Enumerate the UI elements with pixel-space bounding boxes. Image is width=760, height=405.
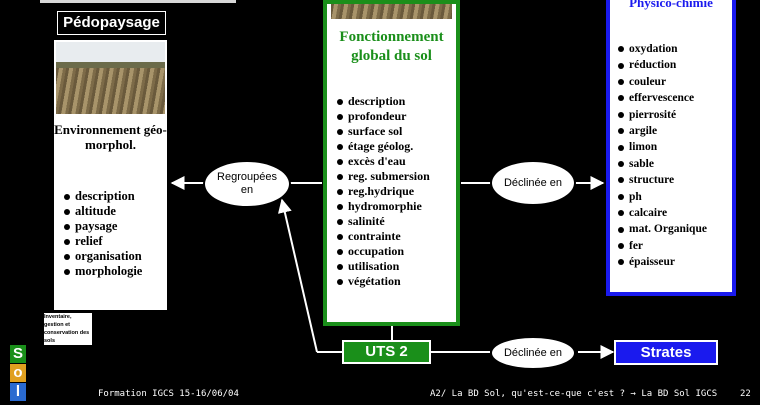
declinee-oval-top: Déclinée en (490, 160, 576, 206)
list-item: occupation (337, 244, 430, 259)
list-item: ph (618, 189, 707, 205)
list-item: mat. Organique (618, 221, 707, 237)
list-item: argile (618, 123, 707, 139)
list-item: couleur (618, 74, 707, 90)
center-heading: Fonctionnement global du sol (339, 29, 444, 64)
title-strip (40, 0, 236, 3)
list-item: reg.hydrique (337, 184, 430, 199)
regroupees-oval: Regroupées en (203, 160, 291, 208)
list-item: reg. submersion (337, 169, 430, 184)
arrow-up-regroupees (278, 198, 318, 353)
declinee-oval-bottom: Déclinée en (490, 336, 576, 370)
list-item: calcaire (618, 205, 707, 221)
env-list: description altitude paysage relief orga… (64, 189, 142, 279)
strates-box: Strates (614, 340, 718, 365)
list-item: fer (618, 238, 707, 254)
list-item: réduction (618, 57, 707, 73)
list-item: pierrosité (618, 107, 707, 123)
soil-photo (331, 4, 452, 19)
list-item: utilisation (337, 259, 430, 274)
center-list: description profondeur surface sol étage… (337, 94, 430, 289)
list-item: profondeur (337, 109, 430, 124)
uts-box: UTS 2 (342, 340, 431, 364)
small-note: Inventaire, gestion et conservation des … (44, 313, 92, 345)
footer-right: A2/ La BD Sol, qu'est-ce-que c'est ? → L… (430, 389, 718, 399)
page-number: 22 (740, 389, 751, 399)
list-item: hydromorphie (337, 199, 430, 214)
footer-left: Formation IGCS 15-16/06/04 (98, 389, 239, 399)
list-item: contrainte (337, 229, 430, 244)
list-item: altitude (64, 204, 142, 219)
list-item: organisation (64, 249, 142, 264)
list-item: épaisseur (618, 254, 707, 270)
list-item: effervescence (618, 90, 707, 106)
physico-chemistry-box: Physico-chimie oxydation réduction coule… (606, 0, 736, 296)
list-item: description (337, 94, 430, 109)
list-item: salinité (337, 214, 430, 229)
list-item: relief (64, 234, 142, 249)
list-item: oxydation (618, 41, 707, 57)
center-box: Fonctionnement global du sol description… (323, 0, 460, 326)
list-item: structure (618, 172, 707, 188)
right-header: Physico-chimie (629, 0, 713, 10)
list-item: végétation (337, 274, 430, 289)
list-item: limon (618, 139, 707, 155)
logo-letter-s: S (10, 345, 26, 363)
environment-box: Environnement géo-morphol. description a… (54, 40, 167, 310)
list-item: sable (618, 156, 707, 172)
list-item: excès d'eau (337, 154, 430, 169)
list-item: étage géolog. (337, 139, 430, 154)
list-item: morphologie (64, 264, 142, 279)
right-list: oxydation réduction couleur effervescenc… (618, 41, 707, 271)
logo-letter-l: l (10, 383, 26, 401)
list-item: description (64, 189, 142, 204)
sol-logo: S o l (0, 345, 28, 405)
env-heading: Environnement géo-morphol. (54, 122, 167, 152)
list-item: surface sol (337, 124, 430, 139)
vineyard-photo (56, 42, 165, 114)
logo-letter-o: o (10, 364, 26, 382)
pedopaysage-title: Pédopaysage (57, 11, 166, 35)
list-item: paysage (64, 219, 142, 234)
